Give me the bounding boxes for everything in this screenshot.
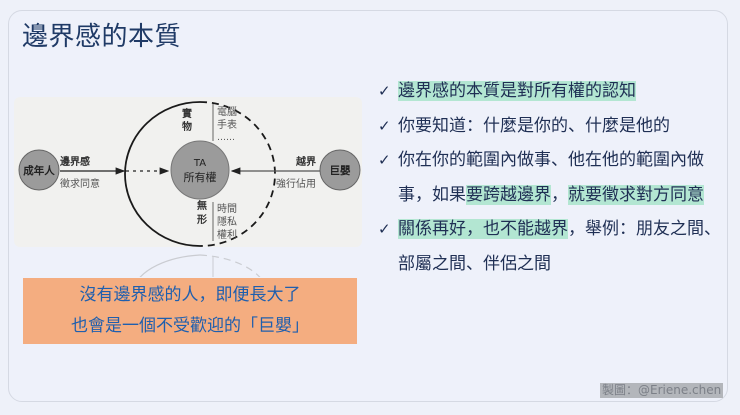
image-credit: 製圖：@Eriene.chen <box>600 383 724 398</box>
adult-node-label: 成年人 <box>23 164 55 177</box>
bullet-item: ✓ 邊界感的本質是對所有權的認知 <box>378 74 723 109</box>
check-icon: ✓ <box>378 82 391 100</box>
check-icon: ✓ <box>378 116 391 135</box>
svg-text:形: 形 <box>197 214 207 226</box>
giant-baby-node <box>319 149 361 191</box>
svg-text:權利: 權利 <box>217 228 237 241</box>
ownership-circle-dashed <box>199 101 276 247</box>
adult-node <box>18 149 60 191</box>
bullet-text: 你在你的範圍內做事、他在他的範圍內做事，如果 <box>398 150 704 205</box>
highlighted-text: 要跨越邊界 <box>466 184 551 205</box>
right-label-top: 越界 <box>295 155 316 168</box>
center-node <box>170 140 230 200</box>
callout-line-2: 也會是一個不受歡迎的「巨嬰」 <box>71 316 309 336</box>
callout-line-1: 沒有邊界感的人，即便長大了 <box>79 285 301 305</box>
left-label-top: 邊界感 <box>60 155 90 168</box>
svg-text:……: …… <box>217 133 235 143</box>
bullet-item: ✓ 你要知道：什麼是你的、什麼是他的 <box>378 109 723 144</box>
check-icon: ✓ <box>378 151 391 169</box>
svg-text:實: 實 <box>182 107 192 120</box>
giant-baby-node-label: 巨嬰 <box>330 165 351 177</box>
center-node-label-1: TA <box>193 158 206 169</box>
highlighted-text: 邊界感的本質是對所有權的認知 <box>398 81 636 101</box>
boundary-diagram: TA 所有權 成年人 邊界感 徵求同意 巨嬰 越界 強行佔用 實 物 電腦 手表… <box>14 97 362 247</box>
svg-text:手表: 手表 <box>217 118 237 131</box>
check-icon: ✓ <box>378 220 391 238</box>
bullet-text: ，舉例：朋友之間、部屬之間、伴侶之間 <box>398 219 721 274</box>
left-label-bottom: 徵求同意 <box>60 177 100 190</box>
svg-text:無: 無 <box>197 199 207 212</box>
svg-text:時間: 時間 <box>217 203 237 215</box>
bullet-text: ， <box>551 184 568 205</box>
svg-text:電腦: 電腦 <box>217 105 237 118</box>
page-title: 邊界感的本質 <box>22 22 182 52</box>
callout-box: 沒有邊界感的人，即便長大了 也會是一個不受歡迎的「巨嬰」 <box>23 278 357 344</box>
bullet-list: ✓ 邊界感的本質是對所有權的認知 ✓ 你要知道：什麼是你的、什麼是他的 ✓ 你在… <box>378 74 723 281</box>
svg-text:隱私: 隱私 <box>217 215 237 228</box>
center-node-label-2: 所有權 <box>184 170 217 184</box>
svg-text:物: 物 <box>182 120 192 133</box>
highlighted-text: 就要徵求對方同意 <box>568 184 704 205</box>
highlighted-text: 關係再好，也不能越界 <box>398 219 568 239</box>
bullet-item: ✓ 關係再好，也不能越界，舉例：朋友之間、部屬之間、伴侶之間 <box>378 212 723 281</box>
right-label-bottom: 強行佔用 <box>276 177 316 190</box>
bullet-text: 你要知道：什麼是你的、什麼是他的 <box>398 115 670 136</box>
bullet-item: ✓ 你在你的範圍內做事、他在他的範圍內做事，如果要跨越邊界，就要徵求對方同意 <box>378 143 723 212</box>
diagram-reflection <box>14 247 362 277</box>
